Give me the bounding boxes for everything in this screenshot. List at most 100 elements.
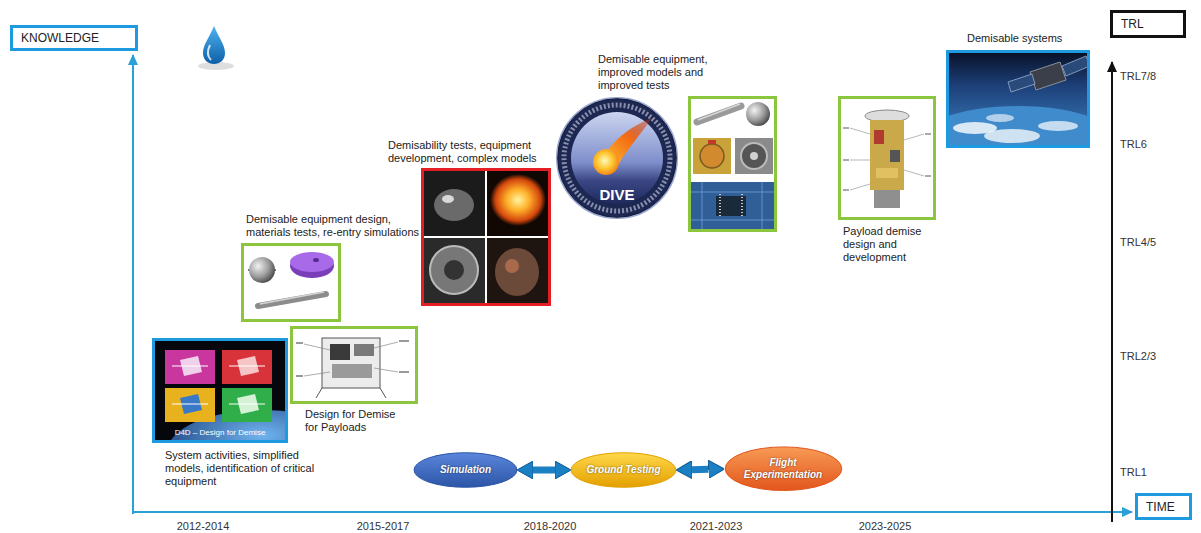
equipment-image-part [260, 292, 324, 304]
d4d-image [155, 341, 285, 440]
demise-test-photos-part [487, 238, 548, 303]
time-period: 2015-2017 [357, 520, 410, 533]
dive-logo-part [593, 149, 619, 175]
demise-test-photos-part [487, 171, 548, 236]
satellite-earth-image-part [1008, 74, 1035, 92]
satellite-earth-image-part [1030, 62, 1066, 90]
trl-level: TRL7/8 [1120, 70, 1156, 83]
payload-satellite-drawing-part [874, 130, 884, 144]
demise-test-photos-part [430, 246, 478, 294]
text-holder: 2012-2014 [153, 516, 253, 533]
ellipse-shape [571, 453, 676, 488]
text-holder: TRL4/5 [1120, 232, 1156, 250]
image-frame: Demisable equipment design, materials te… [241, 243, 341, 322]
axis-title-box: KNOWLEDGE [10, 25, 138, 51]
payload-drawing-part [304, 344, 330, 350]
image-caption: D4D – Design for Demise [155, 428, 285, 438]
method-label: Flight Experimentation [738, 457, 828, 481]
payload-satellite-drawing-part [890, 150, 900, 162]
d4d-image-part [172, 404, 208, 405]
time-axis [133, 512, 1132, 513]
payload-drawing-part [374, 342, 398, 348]
knowledge-axis [133, 55, 134, 514]
image-frame: Demisable equipment, improved models and… [688, 96, 777, 232]
milestone-caption: Demisability tests, equipment developmen… [388, 139, 553, 165]
payload-satellite-drawing [841, 99, 933, 217]
axis-title-box: TRL [1110, 10, 1186, 38]
image-frame: Demisable systems [946, 50, 1090, 148]
milestone-caption: Payload demise design and development [843, 225, 938, 264]
d4d-image-part [165, 350, 215, 384]
equipment-models-image-part [691, 192, 774, 193]
payload-drawing-part [296, 342, 303, 344]
equipment-models-image-part [700, 144, 724, 168]
satellite-earth-image-part [949, 106, 1087, 145]
time-axis-part [133, 511, 1132, 513]
method-label: Ground Testing [586, 464, 660, 476]
d4d-image-part [222, 388, 272, 422]
d4d-image-part [172, 366, 208, 367]
axis-title: KNOWLEDGE [21, 31, 99, 45]
satellite-earth-image-part [1038, 121, 1078, 131]
d4d-image-part [165, 388, 215, 422]
equipment-models-image-part [746, 102, 770, 126]
dive-logo [557, 98, 677, 218]
water-drop-logo-part [203, 26, 225, 64]
payload-drawing-part [316, 388, 322, 398]
trl-level: TRL1 [1120, 466, 1147, 479]
payload-satellite-drawing-part [904, 170, 924, 176]
trl-level: TRL4/5 [1120, 236, 1156, 249]
equipment-image-part [244, 246, 338, 319]
payload-drawing-part [330, 344, 350, 360]
image-frame: Design for Demise for Payloads [290, 326, 418, 404]
d4d-image-part [229, 366, 265, 367]
dive-logo-part [557, 98, 677, 218]
method-ellipse: Ground Testing [570, 452, 677, 488]
payload-drawing-part [399, 371, 409, 373]
text-holder: 2018-2020 [500, 516, 600, 533]
time-period: 2023-2025 [859, 520, 912, 533]
demise-test-photos-part [495, 248, 539, 296]
payload-satellite-drawing-part [925, 175, 931, 177]
time-period: 2021-2023 [690, 520, 743, 533]
payload-satellite-drawing-part [841, 99, 933, 217]
demise-test-photos-part [434, 189, 474, 221]
image-frame: Payload demise design and development [838, 96, 936, 220]
demise-test-photos-part [444, 260, 464, 280]
trl-axis-part [1111, 62, 1113, 522]
image-frame: Demisability tests, equipment developmen… [421, 168, 551, 306]
text-holder: Demisable equipment, improved models and… [598, 53, 733, 92]
demise-test-photos-part [442, 195, 454, 203]
d4d-image-part [229, 404, 265, 405]
ellipse-shape [725, 447, 842, 491]
knowledge-axis-part [132, 55, 134, 514]
equipment-models-image-part [693, 138, 731, 174]
equipment-models-image-part [741, 143, 767, 169]
payload-satellite-drawing-part [904, 134, 924, 140]
payload-satellite-drawing-part [925, 133, 931, 135]
axis-title: TIME [1146, 500, 1175, 514]
equipment-models-image [691, 99, 774, 229]
payload-satellite-drawing-part [870, 120, 904, 190]
method-ellipse: Flight Experimentation [724, 446, 843, 491]
text-holder: 2015-2017 [333, 516, 433, 533]
ellipse-shape [414, 453, 517, 488]
water-drop-logo [198, 26, 234, 70]
text-holder: DIVE [556, 186, 678, 204]
payload-satellite-drawing-part [843, 189, 849, 191]
equipment-models-image-part [750, 152, 758, 160]
milestone-caption: System activities, simplified models, id… [165, 449, 330, 488]
payload-satellite-drawing-part [843, 127, 849, 129]
milestone-caption: Demisable equipment, improved models and… [598, 53, 733, 92]
payload-drawing-part [380, 388, 386, 398]
double-arrow [533, 467, 555, 474]
text-holder: TRL6 [1120, 134, 1147, 152]
text-holder: D4D – Design for Demise [155, 428, 285, 438]
demise-test-photos [424, 171, 548, 303]
satellite-earth-image-part [1062, 56, 1087, 76]
method-label: Simulation [440, 464, 491, 476]
demise-test-photos-part [424, 171, 485, 236]
text-holder: Design for Demise for Payloads [305, 408, 405, 434]
